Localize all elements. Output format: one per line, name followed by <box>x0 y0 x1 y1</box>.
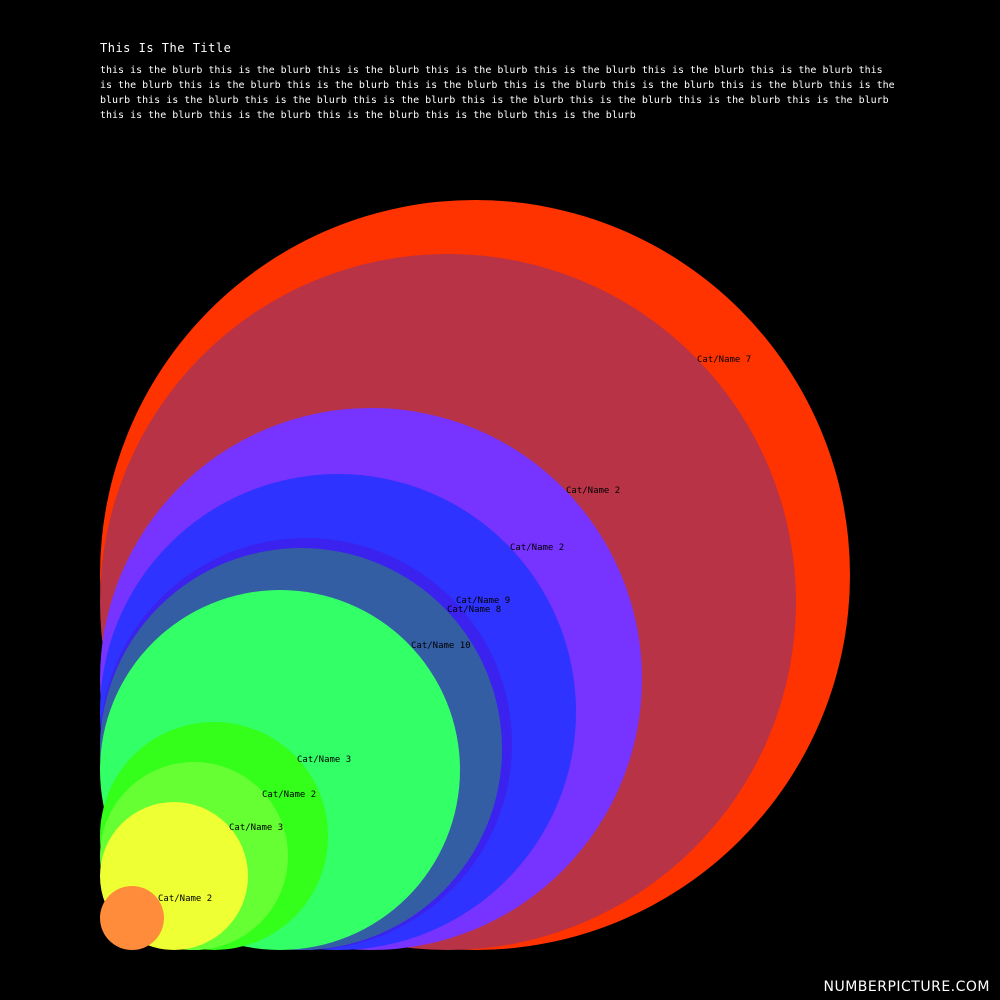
chart-blurb: this is the blurb this is the blurb this… <box>100 65 895 121</box>
watermark-logo: NUMBERPICTURE.COM <box>823 979 990 995</box>
bubble-11 <box>100 886 164 950</box>
bubble-label-2: Cat/Name 7 <box>697 355 751 365</box>
bubble-label-7: Cat/Name 10 <box>411 641 471 651</box>
bubble-label-6: Cat/Name 8 <box>447 605 501 615</box>
bubble-label-8: Cat/Name 3 <box>297 755 351 765</box>
bubble-label-3: Cat/Name 2 <box>566 486 620 496</box>
chart-title: This Is The Title <box>100 41 232 55</box>
bubble-label-11: Cat/Name 2 <box>158 894 212 904</box>
bubble-label-10: Cat/Name 3 <box>229 823 283 833</box>
bubble-label-5: Cat/Name 9 <box>456 596 510 606</box>
bubble-label-9: Cat/Name 2 <box>262 790 316 800</box>
bubble-label-4: Cat/Name 2 <box>510 543 564 553</box>
